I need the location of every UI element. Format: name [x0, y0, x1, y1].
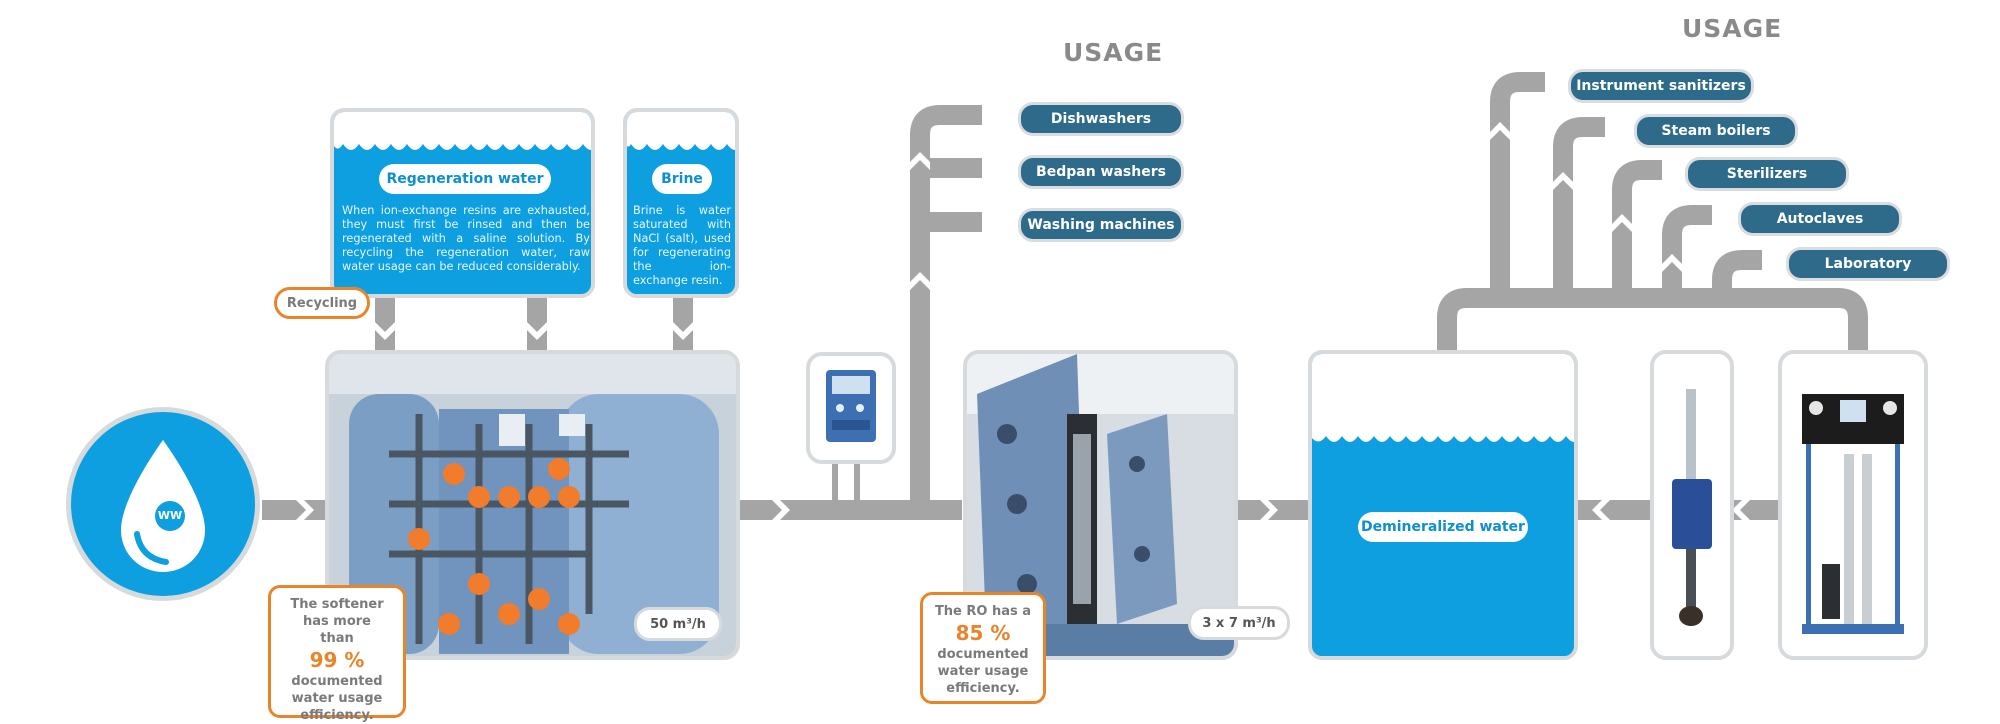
pipe-riser-steam: [1553, 117, 1605, 298]
pipe-riser-instrument: [1490, 72, 1545, 298]
pipe-riser-autoclaves: [1662, 205, 1712, 298]
softener-efficiency-percent: 99 %: [309, 648, 365, 672]
usage-instrument-sanitizers: Instrument sanitizers: [1568, 69, 1754, 103]
flow-arrow-up: [1490, 122, 1510, 140]
flow-arrow-up: [910, 152, 930, 170]
pipe-riser-laboratory: [1712, 250, 1762, 298]
uv-illustration: [1654, 354, 1730, 656]
flow-arrow: [1592, 500, 1610, 520]
softener-photo: 50 m³/h: [325, 350, 740, 660]
regeneration-water-text: When ion-exchange resins are exhausted, …: [342, 204, 590, 273]
usage-title-2: USAGE: [1682, 14, 1783, 43]
usage-laboratory: Laboratory: [1786, 247, 1950, 281]
pipe-header-usage2: [1437, 288, 1868, 350]
brine-text: Brine is water saturated with NaCl (salt…: [633, 204, 731, 287]
wave-top: [1312, 354, 1574, 442]
ro-efficiency-box: The RO has a 85 % documented water usage…: [920, 592, 1046, 704]
ro-capacity-tag: 3 x 7 m³/h: [1188, 606, 1290, 640]
ro-system-2-illustration: [1782, 354, 1924, 656]
flow-arrow: [1260, 500, 1278, 520]
flow-arrow-up: [1612, 214, 1632, 232]
demineralized-water-tank: Demineralized water: [1308, 350, 1578, 660]
flow-arrow-down: [673, 322, 693, 340]
regeneration-water-title: Regeneration water: [379, 164, 551, 194]
ro-efficiency-line2: documented water usage efficiency.: [937, 647, 1029, 696]
flow-arrow-down: [527, 322, 547, 340]
usage-sterilizers: Sterilizers: [1685, 157, 1849, 191]
usage-title-1: USAGE: [1063, 38, 1164, 67]
flow-arrow-up: [1662, 254, 1682, 272]
ro-illustration: [967, 354, 1234, 656]
flow-arrow-down: [375, 322, 395, 340]
ro-efficiency-percent: 85 %: [955, 621, 1011, 645]
usage-autoclaves: Autoclaves: [1738, 202, 1902, 236]
uv-unit: [1650, 350, 1734, 660]
softener-efficiency-line2: documented water usage efficiency.: [291, 674, 383, 723]
wave-top: [627, 112, 735, 150]
flow-arrow-up: [1553, 172, 1573, 190]
usage-washing-machines: Washing machines: [1018, 208, 1184, 242]
wave-top: [334, 112, 591, 150]
flow-arrow-up: [910, 272, 930, 290]
regeneration-water-box: Regeneration water When ion-exchange res…: [330, 108, 595, 298]
softener-efficiency-line1: The softener has more than: [290, 597, 384, 646]
brine-title: Brine: [652, 164, 712, 194]
flow-arrow: [772, 500, 790, 520]
usage-bedpan-washers: Bedpan washers: [1018, 155, 1184, 189]
ww-badge: WW: [157, 509, 183, 522]
ro-system-2: [1778, 350, 1928, 660]
flow-arrow: [296, 500, 314, 520]
controller-illustration: [810, 356, 892, 460]
recycling-label: Recycling: [274, 287, 370, 319]
controller-device: [806, 352, 896, 464]
raw-water-circle: WW: [66, 407, 260, 601]
ro-efficiency-line1: The RO has a: [934, 604, 1032, 619]
flow-arrow: [1732, 500, 1750, 520]
usage-steam-boilers: Steam boilers: [1634, 114, 1798, 148]
brine-box: Brine Brine is water saturated with NaCl…: [623, 108, 739, 298]
pipe-riser-usage1: [910, 105, 982, 500]
softener-capacity: 50 m³/h: [634, 607, 722, 641]
usage-dishwashers: Dishwashers: [1018, 102, 1184, 136]
pipe-riser-sterilizers: [1612, 160, 1662, 298]
demineralized-water-label: Demineralized water: [1358, 512, 1528, 542]
softener-illustration: [329, 354, 736, 656]
water-drop-icon: [121, 440, 205, 572]
softener-efficiency-box: The softener has more than 99 % document…: [268, 585, 406, 723]
